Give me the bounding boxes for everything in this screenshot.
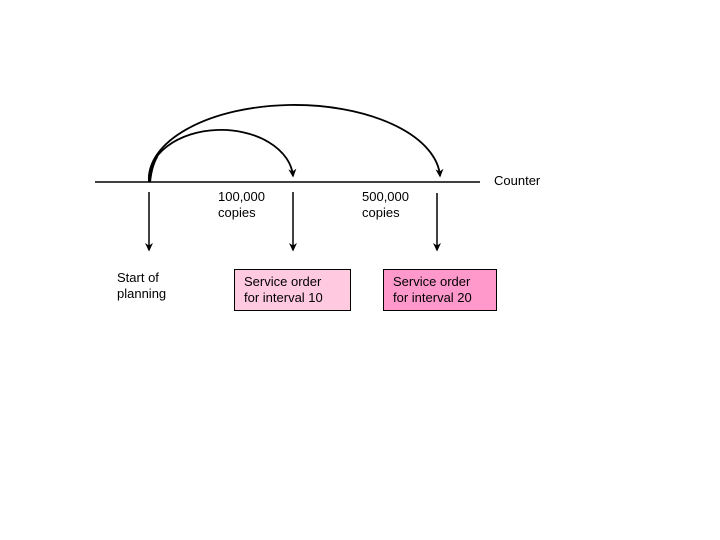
counter-axis-label: Counter xyxy=(494,173,541,188)
start-of-planning-label: Start of planning xyxy=(117,270,167,301)
arc-to-500000-icon xyxy=(148,104,444,183)
milestone-label-100000: 100,000 copies xyxy=(218,189,265,220)
service-order-interval-20-box: Service order for interval 20 xyxy=(383,269,497,311)
arc-origin-stem xyxy=(148,155,159,183)
milestone-label-500000: 500,000 copies xyxy=(362,189,409,220)
service-order-interval-10-box: Service order for interval 10 xyxy=(234,269,351,311)
arc-to-100000-icon xyxy=(148,129,297,183)
